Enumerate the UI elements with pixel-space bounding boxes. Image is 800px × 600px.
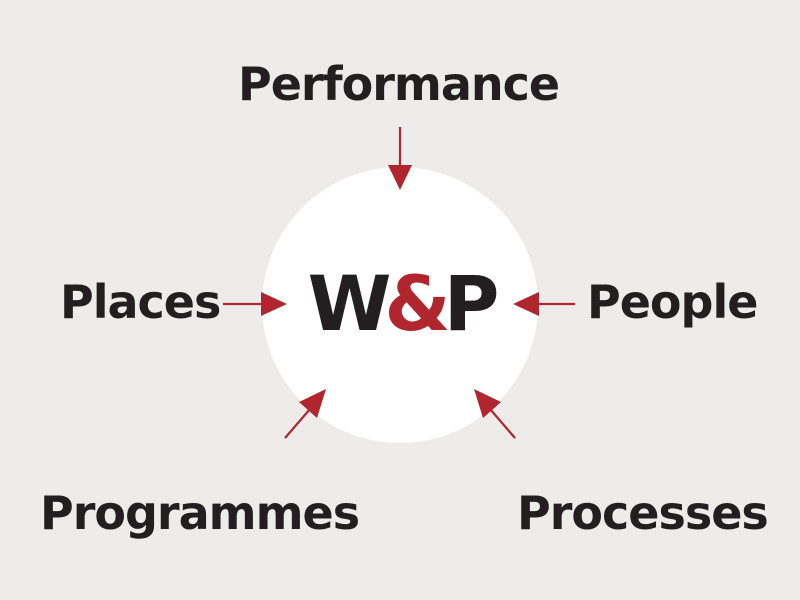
arrow-performance [388,127,412,190]
arrow-processes [474,389,516,439]
arrow-people [513,292,575,316]
logo-ampersand: & [384,259,450,348]
arrow-programmes [284,389,326,439]
label-people: People [587,275,758,329]
arrow-places [223,292,287,316]
wp-logo: W&P [262,258,538,350]
label-performance: Performance [238,57,560,111]
label-places: Places [60,275,221,329]
center-circle [262,167,538,443]
logo-letter-p: P [443,259,500,348]
label-processes: Processes [517,486,769,540]
logo-letter-w: W [307,259,392,348]
label-programmes: Programmes [40,486,360,540]
